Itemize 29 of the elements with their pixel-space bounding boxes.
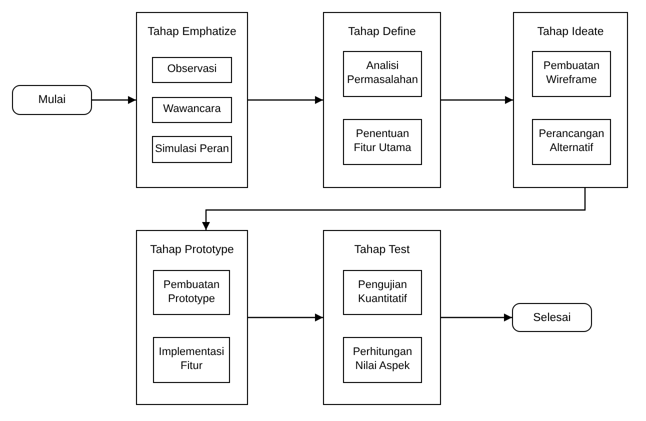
- terminal-box: Mulai: [12, 85, 92, 115]
- step-box: Perancangan Alternatif: [532, 119, 611, 165]
- arrow: [248, 96, 323, 104]
- stage-box: [136, 230, 248, 405]
- stage-box: [323, 12, 441, 188]
- stage-box: [323, 230, 441, 405]
- stage-box: [136, 12, 248, 188]
- step-box: Pembuatan Prototype: [153, 270, 230, 315]
- arrow: [248, 314, 323, 322]
- step-box: Implementasi Fitur: [153, 337, 230, 383]
- step-box: Simulasi Peran: [152, 136, 232, 163]
- stage-title: Tahap Define: [347, 26, 417, 38]
- stage-title: Tahap Ideate: [536, 26, 605, 38]
- step-box: Analisi Permasalahan: [343, 51, 422, 97]
- step-box: Pengujian Kuantitatif: [343, 270, 422, 315]
- step-box: Perhitungan Nilai Aspek: [343, 337, 422, 383]
- step-box: Observasi: [152, 57, 232, 83]
- terminal-box: Selesai: [512, 303, 592, 332]
- step-box: Wawancara: [152, 97, 232, 123]
- stage-title: Tahap Emphatize: [146, 26, 238, 38]
- stage-box: [513, 12, 628, 188]
- step-box: Penentuan Fitur Utama: [343, 119, 422, 165]
- stage-title: Tahap Test: [353, 244, 411, 256]
- arrow: [441, 314, 512, 322]
- step-box: Pembuatan Wireframe: [532, 51, 611, 97]
- arrow: [441, 96, 513, 104]
- stage-title: Tahap Prototype: [149, 244, 235, 256]
- arrow: [92, 96, 136, 104]
- arrow: [202, 188, 586, 230]
